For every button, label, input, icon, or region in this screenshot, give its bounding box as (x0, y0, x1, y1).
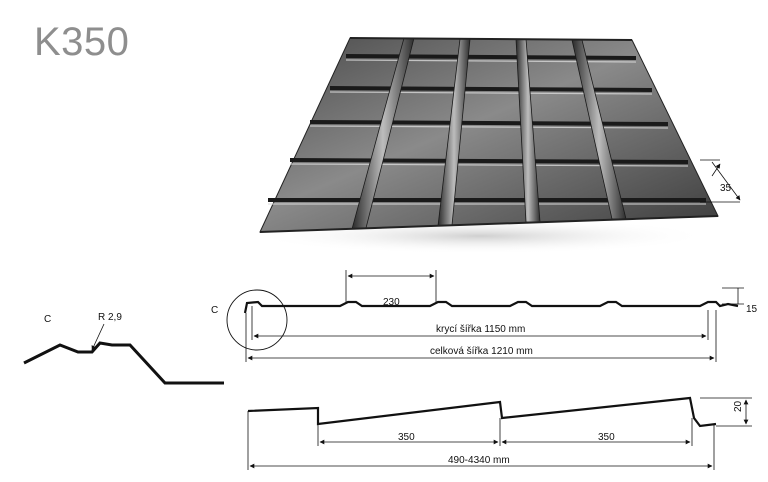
detail-circle (226, 289, 288, 351)
module-1-label: 350 (398, 432, 415, 443)
total-width-label: celková šířka 1210 mm (430, 346, 533, 357)
longitudinal-profile (247, 396, 717, 428)
pitch-label: 230 (383, 297, 400, 308)
step-height-label: 20 (733, 400, 744, 412)
longitudinal-section (247, 396, 752, 470)
roof-sheet-image (250, 37, 719, 254)
depth-label: 35 (720, 183, 732, 194)
detail-c: C R 2,9 (23, 312, 224, 385)
detail-radius-label: R 2,9 (98, 312, 122, 323)
cross-section: C (211, 270, 744, 362)
detail-profile-line (23, 341, 224, 385)
module-2-label: 350 (598, 432, 615, 443)
detail-corner-label: C (44, 314, 51, 325)
depth-dimension (700, 159, 741, 203)
length-label: 490-4340 mm (448, 455, 510, 466)
cross-section-profile (243, 300, 739, 314)
product-title: K350 (34, 20, 130, 64)
cross-section-corner-label: C (211, 305, 218, 316)
height-label: 15 (746, 304, 758, 315)
covering-width-label: krycí šířka 1150 mm (436, 324, 525, 335)
